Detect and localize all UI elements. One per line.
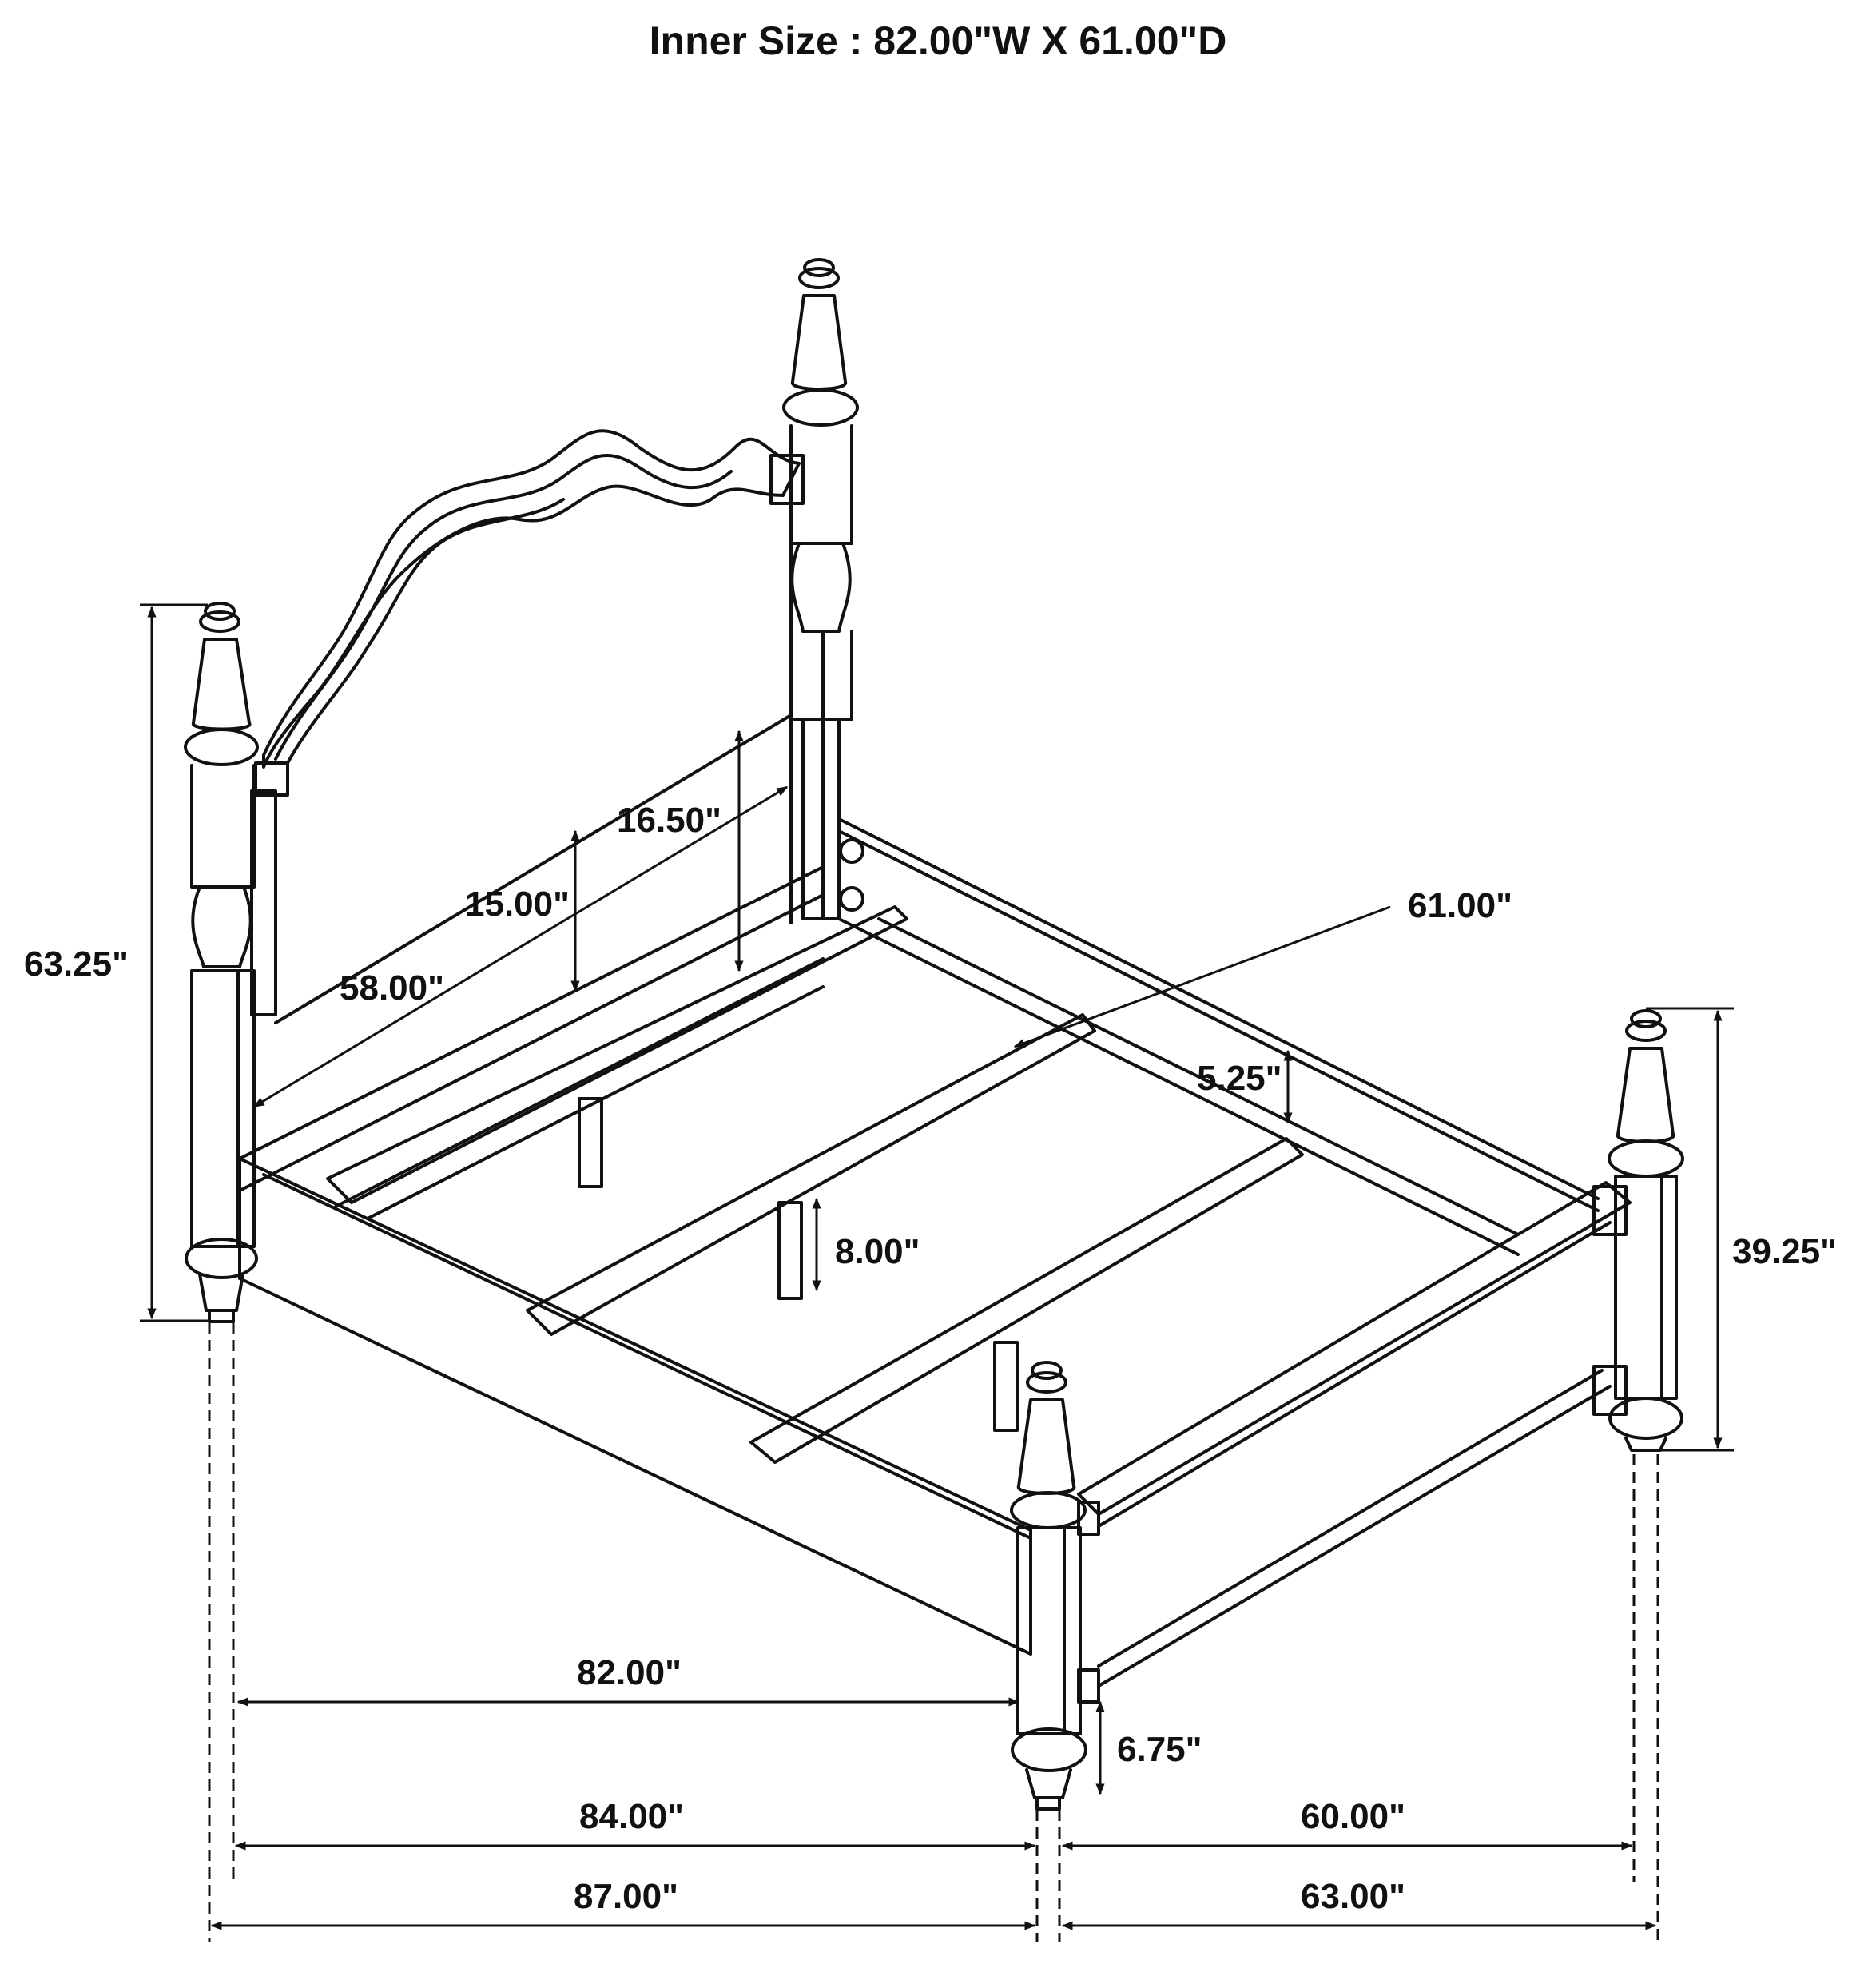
footboard-width-label: 60.00" — [1301, 1797, 1405, 1836]
overall-height-label: 63.25" — [24, 944, 129, 984]
post-back-right — [782, 258, 859, 920]
headboard-panel — [250, 429, 805, 1024]
rail-offset-label: 5.25" — [1197, 1059, 1282, 1098]
footboard — [1077, 1181, 1632, 1704]
post-front-right — [1608, 1009, 1684, 1452]
post-front-left — [1010, 1361, 1087, 1811]
post-back-left — [184, 602, 259, 1323]
slat-height-label: 8.00" — [835, 1232, 920, 1271]
inner-width-label: 82.00" — [577, 1653, 682, 1692]
headboard-panel-width-label: 58.00" — [340, 968, 444, 1008]
slat-1 — [326, 905, 908, 1204]
overall-length-label: 87.00" — [574, 1877, 678, 1916]
side-rail-right — [837, 817, 1600, 1256]
clearance-label: 6.75" — [1117, 1730, 1202, 1769]
slat-2 — [526, 1013, 1096, 1336]
slat-3 — [749, 1137, 1304, 1464]
headboard-panel-height-label: 16.50" — [617, 801, 721, 840]
inner-depth-label: 61.00" — [1408, 886, 1512, 925]
inner-size-title: Inner Size : 82.00"W X 61.00"D — [649, 18, 1227, 63]
footboard-height-label: 39.25" — [1732, 1232, 1837, 1271]
rail-length-label: 84.00" — [579, 1797, 684, 1836]
dimension-lines — [140, 603, 1734, 1942]
headboard-lower-height-label: 15.00" — [465, 885, 570, 924]
overall-width-label: 63.00" — [1301, 1877, 1405, 1916]
